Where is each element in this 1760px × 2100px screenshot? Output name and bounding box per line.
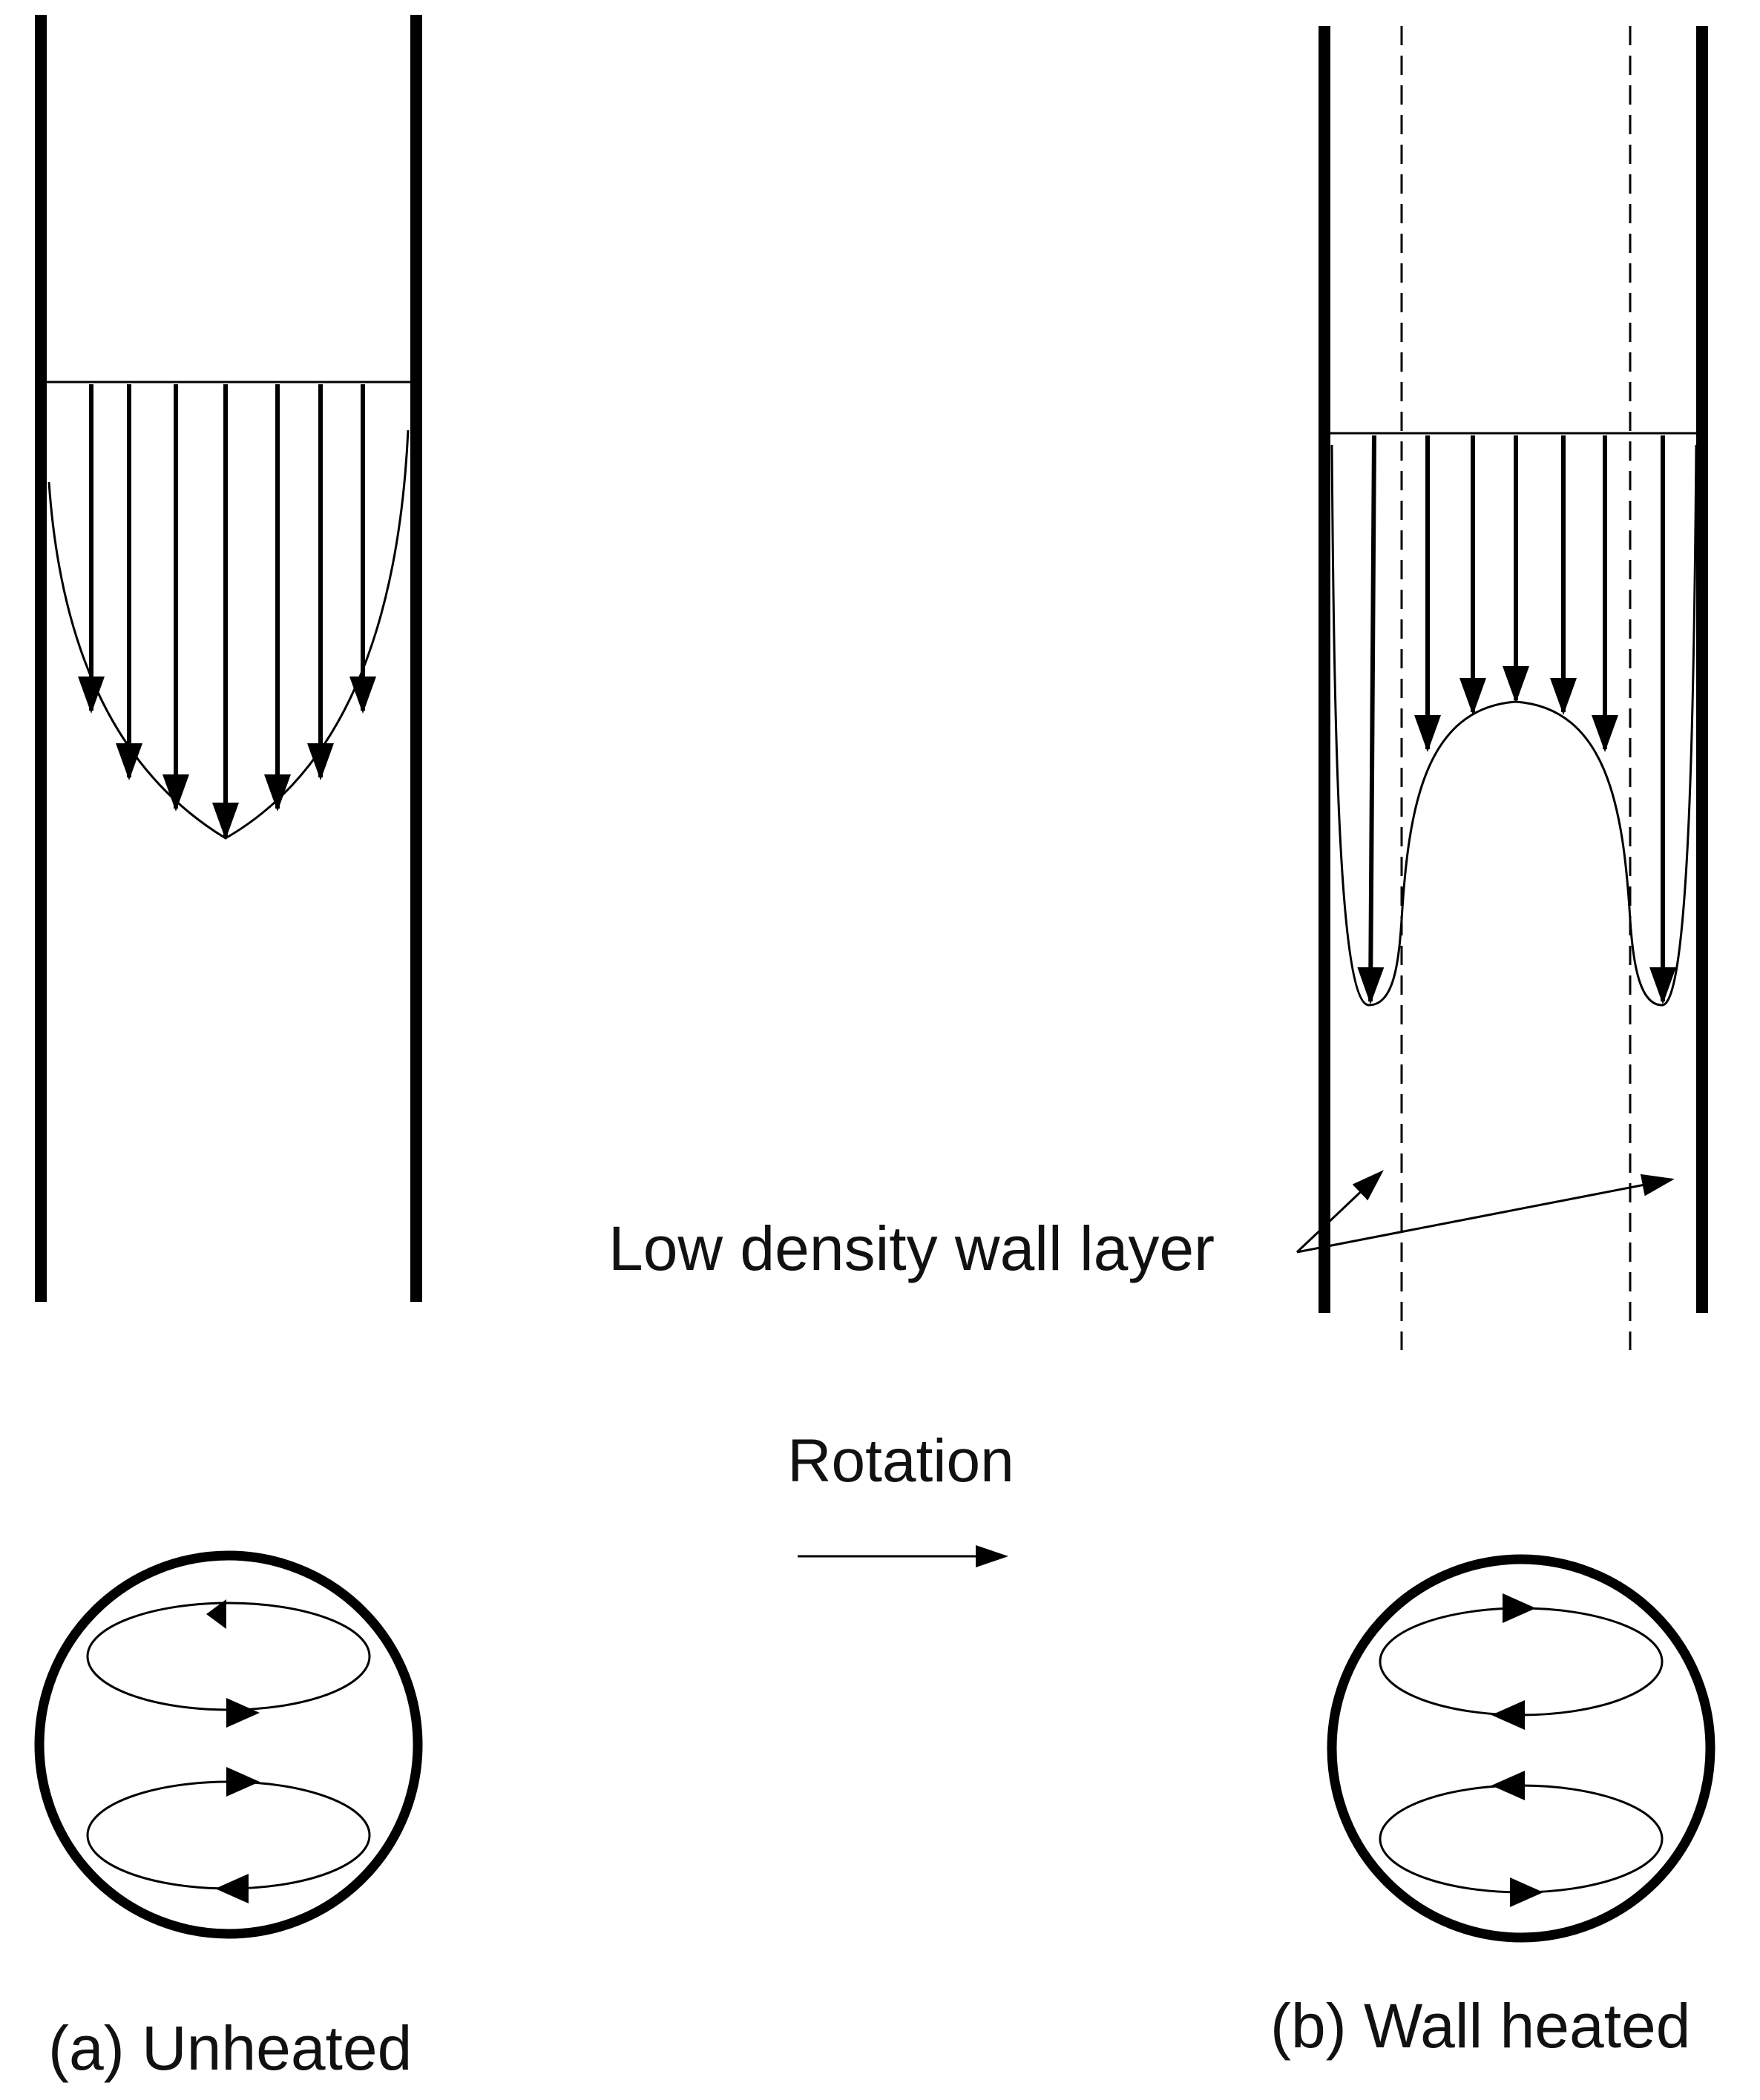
circulation-cell-icon: [86, 1599, 371, 1728]
wall-layer-annotation: Low density wall layer: [608, 1214, 1215, 1283]
wall-layer-pointers: [1296, 1170, 1675, 1254]
panel-a-pipe: [35, 15, 422, 1302]
panel-b-pipe: [1296, 26, 1708, 1350]
cross-section-a: [34, 1550, 423, 1939]
velocity-arrows-b: [1357, 435, 1676, 1004]
pointer-arrow-left: [1296, 1170, 1384, 1254]
pipe-b-cross-section: [1327, 1554, 1715, 1943]
arrow-icon: [1357, 435, 1385, 1004]
circulation-cell-icon: [86, 1767, 371, 1903]
caption-unheated: (a) Unheated: [48, 2013, 412, 2083]
rotation-label: Rotation: [787, 1427, 1014, 1495]
circulation-cell-icon: [1379, 1771, 1664, 1907]
circulation-cell-icon: [1379, 1593, 1664, 1730]
velocity-arrows-a: [78, 384, 376, 840]
velocity-profile-a: [47, 429, 410, 840]
caption-wall-heated: (b) Wall heated: [1270, 1991, 1690, 2061]
pointer-arrow-right: [1296, 1174, 1675, 1254]
cross-section-b: [1327, 1554, 1715, 1943]
pipe-a-cross-section: [34, 1550, 423, 1939]
